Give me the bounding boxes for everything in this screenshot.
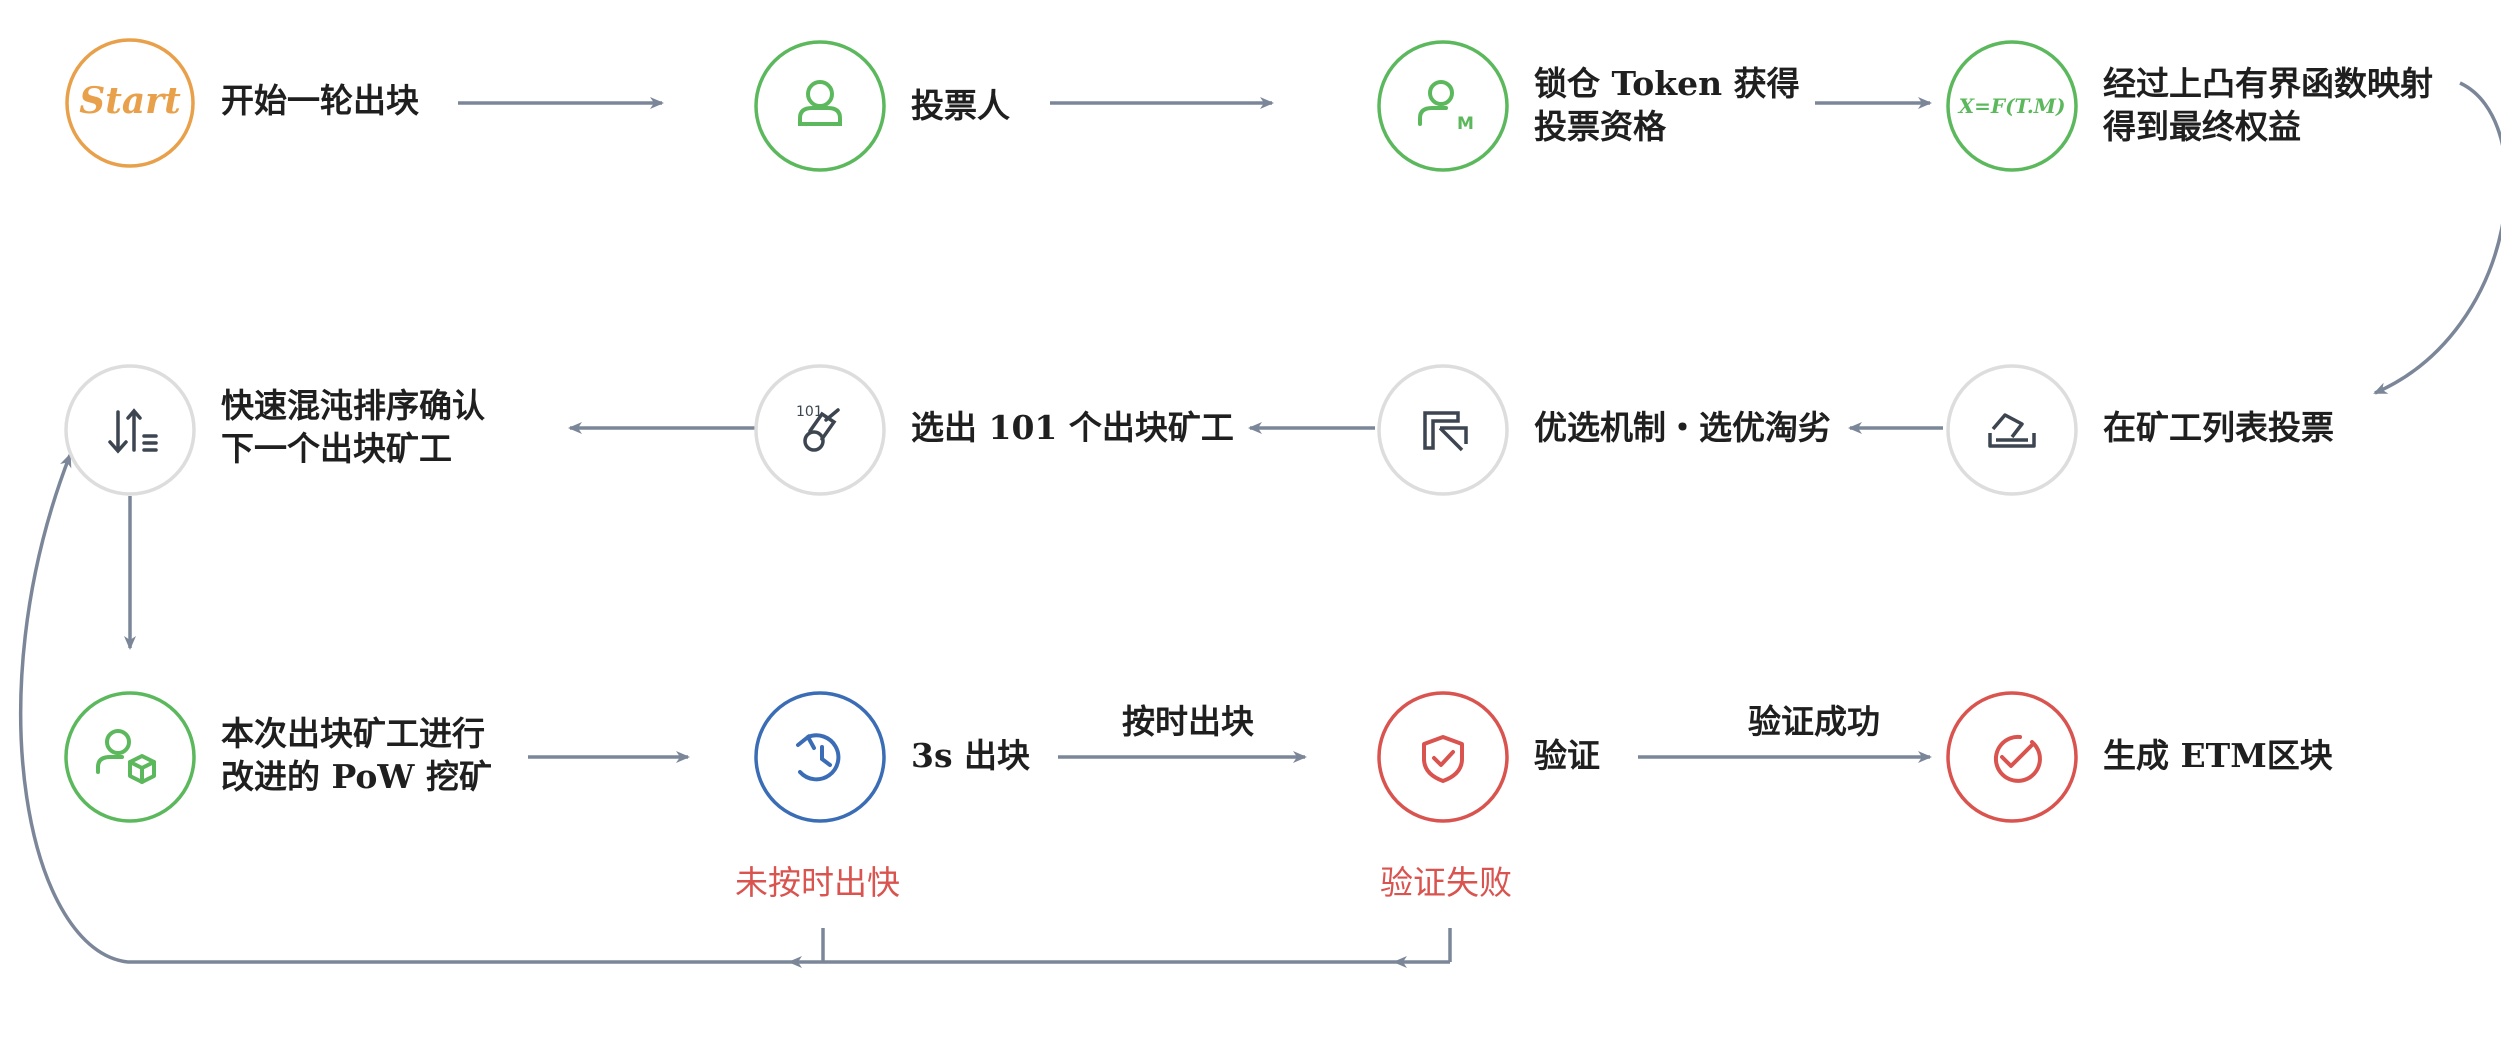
- start-label: 开始一轮出块: [221, 81, 419, 120]
- edge-label-not-on-time: 未按时出快: [735, 863, 900, 902]
- verify-label: 验证: [1534, 736, 1600, 775]
- generate-label: 生成 ETM区块: [2103, 736, 2333, 775]
- user-m-icon: M: [1418, 80, 1474, 134]
- check-circle-icon: [1993, 734, 2042, 783]
- formula-text: X=F(T.M): [1957, 94, 2066, 118]
- start-text: Start: [79, 80, 181, 122]
- svg-text:M: M: [1457, 114, 1474, 134]
- voter-label: 投票人: [911, 86, 1010, 125]
- ballot-icon: [1988, 413, 2036, 448]
- selection-label: 优选机制・选优淘劣: [1534, 408, 1831, 447]
- verify-node: [1377, 691, 1509, 823]
- select-101-label: 选出 101 个出块矿工: [911, 408, 1234, 447]
- shield-check-icon: [1422, 735, 1464, 783]
- vote-list-node: [1946, 364, 2078, 496]
- start-node: [65, 38, 195, 168]
- user-icon: [798, 80, 842, 126]
- mapping-label: 经过上凸有界函数映射 得到最终权益: [2103, 64, 2433, 146]
- svg-text:101: 101: [796, 404, 823, 420]
- sort-icon: [108, 408, 158, 454]
- mapping-node: [1946, 40, 2078, 172]
- lock-token-label: 锁仓 Token 获得 投票资格: [1534, 64, 1800, 146]
- corner-arrow-icon: [1423, 411, 1468, 452]
- return-line-left: [18, 453, 790, 964]
- chaos-sort-node: [64, 364, 196, 496]
- vote-list-label: 在矿工列表投票: [2103, 408, 2334, 447]
- user-box-icon: [96, 729, 156, 784]
- arrow-mapping-to-vote-list: [2373, 81, 2501, 395]
- pow-node: [64, 691, 196, 823]
- edge-label-verify-success: 验证成功: [1748, 702, 1880, 741]
- select-101-node: [754, 364, 886, 496]
- edge-label-on-time: 按时出块: [1122, 702, 1254, 741]
- pick-101-icon: 101: [796, 404, 840, 452]
- chaos-sort-label: 快速混沌排序确认 下一个出块矿工: [221, 386, 485, 468]
- timer-icon: [796, 733, 841, 782]
- pow-label: 本次出块矿工进行 改进的 PoW 挖矿: [221, 714, 492, 796]
- block-3s-label: 3s 出块: [911, 736, 1031, 775]
- edge-label-verify-fail: 验证失败: [1380, 863, 1512, 902]
- generate-node: [1946, 691, 2078, 823]
